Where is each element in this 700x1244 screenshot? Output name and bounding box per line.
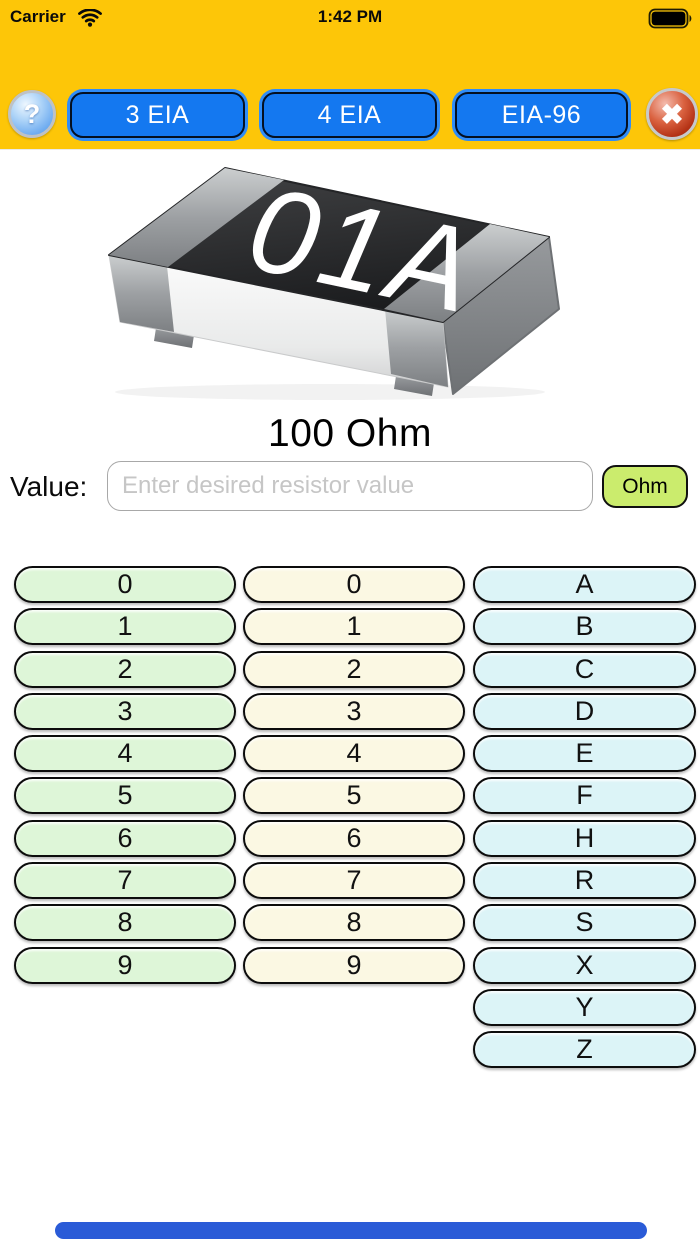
resistor-foot-left xyxy=(154,328,194,348)
keypad-key-X[interactable]: X xyxy=(473,946,696,984)
help-button[interactable]: ? xyxy=(8,90,56,138)
app-header: Carrier 1:42 PM ? 3 EIA 4 EIA EIA-96 ✖ xyxy=(0,0,700,150)
resistor-foot-right xyxy=(394,376,434,396)
keypad-key-7[interactable]: 7 xyxy=(14,862,236,900)
keypad-key-5[interactable]: 5 xyxy=(14,777,236,815)
keypad-key-1[interactable]: 1 xyxy=(14,608,236,646)
keypad-key-S[interactable]: S xyxy=(473,904,696,942)
keypad-key-Z[interactable]: Z xyxy=(473,1031,696,1069)
mode-button-4eia[interactable]: 4 EIA xyxy=(262,92,437,138)
keypad-key-Y[interactable]: Y xyxy=(473,988,696,1026)
keypad-key-R[interactable]: R xyxy=(473,862,696,900)
mode-button-3eia[interactable]: 3 EIA xyxy=(70,92,245,138)
keypad-column-first-digit: 0 1 2 3 4 5 6 7 8 9 xyxy=(14,566,236,984)
mode-button-label: 4 EIA xyxy=(317,100,382,129)
keypad-key-4[interactable]: 4 xyxy=(14,735,236,773)
keypad-key-3[interactable]: 3 xyxy=(14,692,236,730)
resistor-shadow xyxy=(115,384,545,400)
value-input[interactable] xyxy=(107,461,593,511)
value-label: Value: xyxy=(10,471,88,502)
clock-label: 1:42 PM xyxy=(317,7,383,26)
question-mark-icon: ? xyxy=(23,98,41,129)
keypad-key-8[interactable]: 8 xyxy=(14,904,236,942)
keypad-key-6[interactable]: 6 xyxy=(243,819,465,857)
keypad-column-second-digit: 0 1 2 3 4 5 6 7 8 9 xyxy=(243,566,465,984)
wifi-icon xyxy=(78,9,102,27)
bottom-bar xyxy=(55,1222,647,1239)
keypad-key-B[interactable]: B xyxy=(473,608,696,646)
unit-button-label: Ohm xyxy=(622,474,668,498)
keypad-key-F[interactable]: F xyxy=(473,777,696,815)
keypad-key-A[interactable]: A xyxy=(473,566,696,603)
close-icon: ✖ xyxy=(660,98,684,130)
keypad-key-0[interactable]: 0 xyxy=(14,566,236,603)
keypad-key-0[interactable]: 0 xyxy=(243,566,465,603)
resistor-image: 01A xyxy=(108,162,560,400)
keypad-key-3[interactable]: 3 xyxy=(243,692,465,730)
resistor-front-cap-right xyxy=(385,309,448,387)
keypad-key-6[interactable]: 6 xyxy=(14,819,236,857)
decoded-value-text: 100 Ohm xyxy=(268,412,432,455)
keypad-key-4[interactable]: 4 xyxy=(243,735,465,773)
carrier-label: Carrier xyxy=(10,7,66,26)
mode-button-eia96[interactable]: EIA-96 xyxy=(455,92,628,138)
resistor-front-cap-left xyxy=(109,255,174,332)
resistor-top-cap-left xyxy=(109,168,284,267)
keypad-key-2[interactable]: 2 xyxy=(14,650,236,688)
keypad-key-C[interactable]: C xyxy=(473,650,696,688)
keypad-key-8[interactable]: 8 xyxy=(243,904,465,942)
keypad-key-9[interactable]: 9 xyxy=(14,946,236,984)
keypad-key-7[interactable]: 7 xyxy=(243,862,465,900)
unit-button-ohm[interactable]: Ohm xyxy=(602,465,688,508)
keypad-key-9[interactable]: 9 xyxy=(243,946,465,984)
keypad-key-H[interactable]: H xyxy=(473,819,696,857)
keypad-key-E[interactable]: E xyxy=(473,735,696,773)
mode-button-label: EIA-96 xyxy=(501,100,582,129)
keypad-key-2[interactable]: 2 xyxy=(243,650,465,688)
mode-button-label: 3 EIA xyxy=(125,100,190,129)
keypad-key-5[interactable]: 5 xyxy=(243,777,465,815)
keypad-key-1[interactable]: 1 xyxy=(243,608,465,646)
close-button[interactable]: ✖ xyxy=(646,88,698,140)
keypad-key-D[interactable]: D xyxy=(473,692,696,730)
battery-icon xyxy=(648,8,692,29)
resistor-top-cap-right xyxy=(384,224,549,322)
